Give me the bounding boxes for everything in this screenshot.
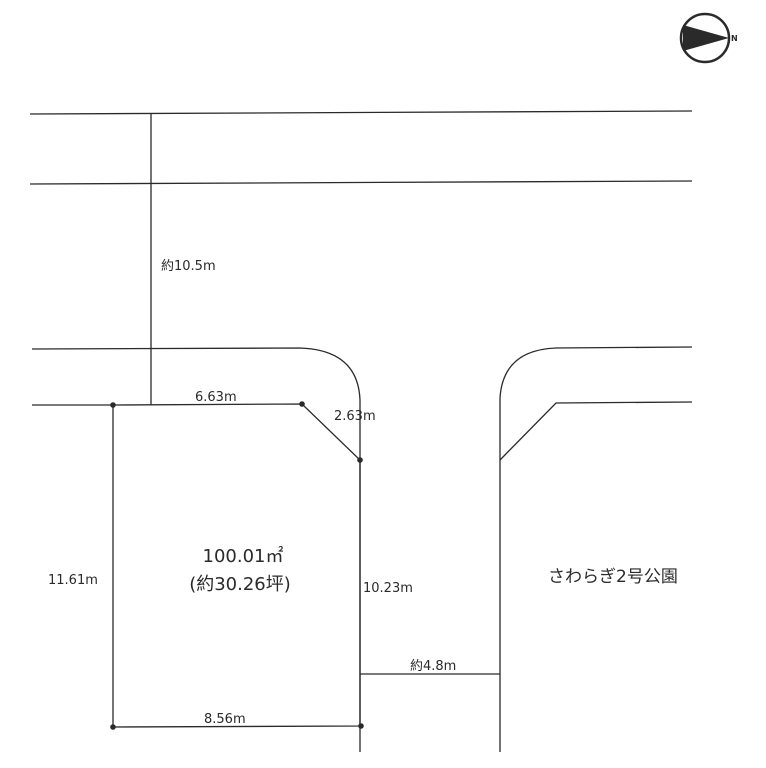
road-line-second (29, 180, 693, 185)
side-road-label: 約4.8m (410, 659, 456, 674)
lot-point (299, 401, 305, 407)
right-edge-label: 10.23m (363, 581, 413, 596)
lot-point (110, 724, 116, 730)
top-edge-label: 6.63m (195, 390, 237, 405)
left-edge-label: 11.61m (48, 573, 98, 588)
lot-area-tsubo: (約30.26坪) (189, 574, 291, 595)
compass-label: N (731, 34, 738, 43)
park-boundary-curve (499, 346, 693, 752)
lot-area-sqm: 100.01㎡ (203, 545, 284, 567)
north-arrow-icon (683, 25, 729, 51)
compass: N (679, 12, 738, 64)
road-boundary-left (31, 347, 361, 752)
lot-point (358, 723, 364, 729)
road-width-label: 約10.5m (161, 259, 216, 274)
park-name-label: さわらぎ2号公園 (548, 567, 678, 587)
corner-cut-label: 2.63m (334, 409, 376, 424)
lot-boundary (112, 403, 361, 728)
road-line-top (29, 110, 693, 115)
lot-point (357, 457, 363, 463)
lot-point (110, 402, 116, 408)
bottom-edge-label: 8.56m (204, 712, 246, 727)
park-corner-cut (499, 401, 693, 461)
